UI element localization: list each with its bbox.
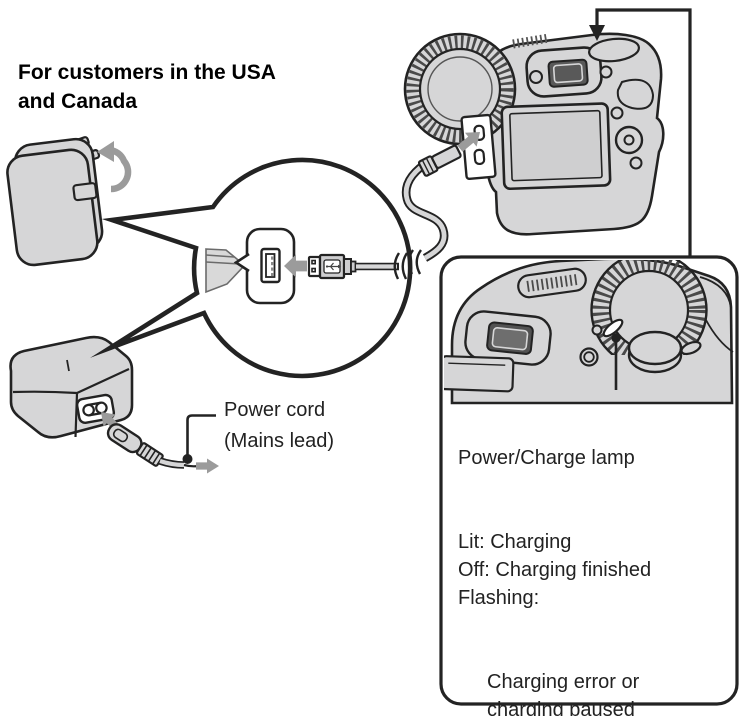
rotate-arrow-icon: [97, 141, 132, 193]
mode-dial: [627, 330, 683, 374]
region-heading: For customers in the USA and Canada: [18, 61, 276, 113]
camera-top-illustration: [444, 260, 734, 405]
wall-adapter-illustration: [6, 136, 132, 267]
rear-panel-edge: [444, 355, 515, 393]
lamp-states-label: Lit: Charging Off: Charging finished Fla…: [458, 531, 652, 609]
rear-button: [629, 156, 643, 170]
cable-break-marks: [393, 252, 409, 280]
rear-button: [599, 65, 613, 79]
usb-port-icon: [260, 247, 281, 284]
camera-back-illustration: [401, 32, 665, 275]
top-pointer-arrow: [589, 8, 692, 258]
info-panel: [439, 255, 739, 706]
label-pointer-line: [186, 414, 216, 456]
adapter-notch: [72, 182, 98, 202]
lamp-info-text: Power/Charge lamp Lit: Charging Off: Cha…: [458, 388, 700, 716]
power-cord-label: Power cord (Mains lead): [224, 399, 335, 452]
viewfinder: [525, 46, 603, 98]
rear-button: [610, 106, 624, 120]
power-adapter-illustration: [9, 335, 219, 474]
lens-barrel: [403, 32, 517, 146]
magnifier-callout: [90, 157, 413, 379]
thumb-grip: [616, 78, 655, 110]
usb-port-callout: [233, 227, 296, 305]
top-pill-button: [680, 340, 702, 356]
power-charge-lamp: [602, 318, 624, 338]
cord-direction-arrow-icon: [196, 458, 219, 474]
hdmi-port-slot: [473, 148, 486, 166]
usb-insert-arrow-icon: [457, 132, 480, 152]
micro-usb-plug: [417, 144, 462, 177]
top-button: [591, 324, 603, 336]
insert-arrow-icon: [284, 254, 307, 278]
usb-trident-icon: [323, 259, 342, 274]
cord-dot-marker: [182, 454, 193, 464]
zoom-ring: [590, 260, 708, 355]
down-arrowhead-icon: [589, 25, 605, 41]
shutter-button: [588, 37, 640, 63]
diopter-dial: [529, 70, 543, 84]
lamp-name-label: Power/Charge lamp: [458, 447, 635, 469]
adapter-body: [6, 137, 104, 267]
grip-lines: [699, 276, 734, 353]
usb-cable: [356, 252, 409, 280]
lamp-flashing-detail: Charging error or charging paused tempor…: [487, 671, 640, 716]
popup-flash: [517, 267, 587, 299]
flash-ribs: [512, 33, 550, 49]
usb-plug-icon: [307, 253, 357, 280]
power-cord-connector: [106, 423, 164, 467]
viewfinder-top: [464, 310, 552, 366]
lcd-screen: [500, 102, 612, 191]
control-wheel: [614, 125, 644, 155]
